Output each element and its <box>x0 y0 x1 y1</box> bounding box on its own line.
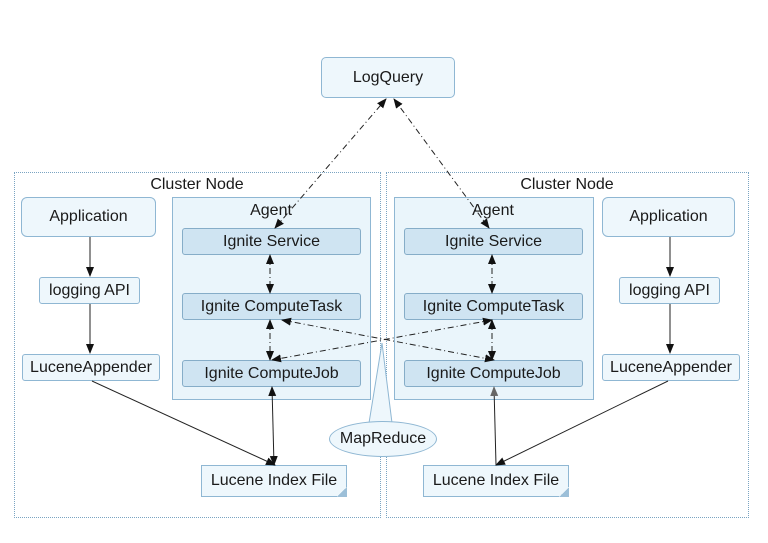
page-fold-icon <box>559 487 569 497</box>
lucene-index-file-right: Lucene Index File <box>423 465 569 497</box>
logging-api-label-left: logging API <box>49 281 130 299</box>
connector-job-index-right <box>490 386 499 466</box>
logging-api-box-left: logging API <box>39 277 140 304</box>
connector-appender-index-left <box>91 380 276 466</box>
lucene-index-file-left: Lucene Index File <box>201 465 347 497</box>
lucene-appender-box-left: LuceneAppender <box>22 354 160 381</box>
ignite-computetask-label-right: Ignite ComputeTask <box>422 297 565 315</box>
ignite-computejob-label-right: Ignite ComputeJob <box>426 364 561 382</box>
connector-left-task-to-right-job <box>281 317 495 363</box>
ignite-computejob-box-right: Ignite ComputeJob <box>404 360 583 387</box>
lucene-index-file-label-left: Lucene Index File <box>210 472 338 489</box>
connector-job-index-left <box>268 386 278 466</box>
connector-logquery-right-service <box>393 98 490 229</box>
cluster-node-left-title: Cluster Node <box>150 176 244 193</box>
application-label-left: Application <box>49 208 128 225</box>
mapreduce-callout: MapReduce <box>329 421 437 457</box>
ignite-computejob-box-left: Ignite ComputeJob <box>182 360 361 387</box>
ignite-computejob-label-left: Ignite ComputeJob <box>204 364 339 382</box>
mapreduce-label: MapReduce <box>339 430 427 447</box>
page-fold-icon <box>337 487 347 497</box>
lucene-appender-label-left: LuceneAppender <box>30 358 152 376</box>
connector-right-task-to-left-job <box>271 317 493 363</box>
ignite-computetask-box-right: Ignite ComputeTask <box>404 293 583 320</box>
ignite-service-box-left: Ignite Service <box>182 228 361 255</box>
logquery-label: LogQuery <box>352 68 424 86</box>
logging-api-box-right: logging API <box>619 277 720 304</box>
logging-api-label-right: logging API <box>629 281 710 299</box>
lucene-appender-label-right: LuceneAppender <box>610 358 732 376</box>
ignite-service-label-left: Ignite Service <box>223 232 320 250</box>
lucene-index-file-label-right: Lucene Index File <box>432 472 560 489</box>
lucene-appender-box-right: LuceneAppender <box>602 354 740 381</box>
application-box-right: Application <box>602 197 735 237</box>
connector-appender-index-right <box>495 380 669 466</box>
application-label-right: Application <box>629 208 708 225</box>
ignite-service-label-right: Ignite Service <box>445 232 542 250</box>
cluster-node-right-title: Cluster Node <box>520 176 614 193</box>
ignite-computetask-label-left: Ignite ComputeTask <box>200 297 343 315</box>
connector-logquery-left-service <box>274 98 387 229</box>
ignite-computetask-box-left: Ignite ComputeTask <box>182 293 361 320</box>
logquery-box: LogQuery <box>321 57 455 98</box>
application-box-left: Application <box>21 197 156 237</box>
